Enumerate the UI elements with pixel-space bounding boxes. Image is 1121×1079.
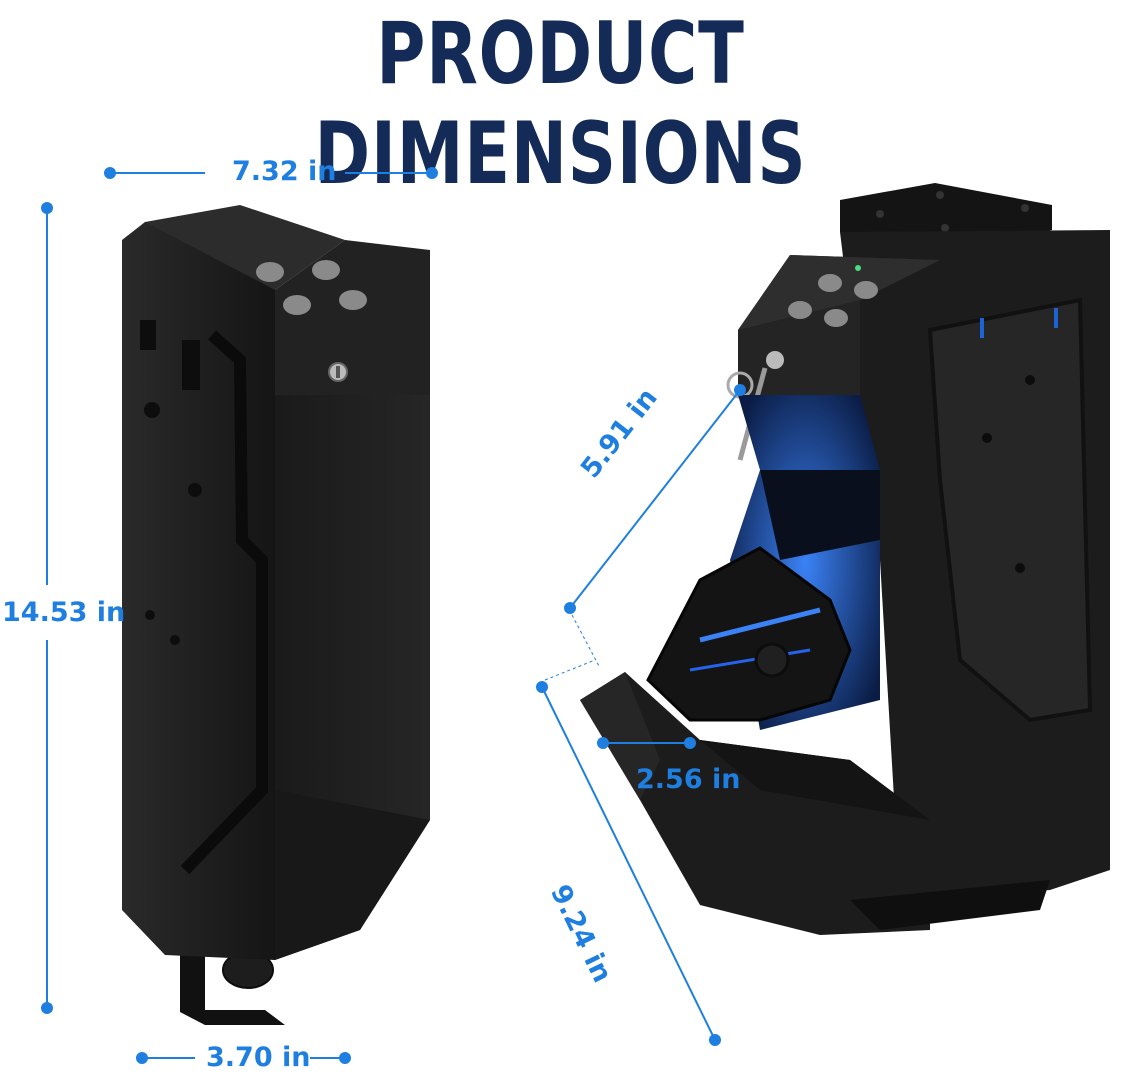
- keypad-button-1: [256, 262, 284, 282]
- dimension-drawer-depth-label: 2.56 in: [636, 764, 741, 795]
- closed-safe-illustration: [122, 205, 430, 1025]
- keypad-button-4: [339, 290, 367, 310]
- dimension-lines: [41, 167, 746, 1064]
- dimension-width-label: 7.32 in: [232, 156, 337, 187]
- page-title: PRODUCT DIMENSIONS: [314, 4, 807, 204]
- dimension-base-label: 3.70 in: [206, 1042, 311, 1073]
- keypad-button-2: [312, 260, 340, 280]
- open-safe-illustration: [580, 183, 1110, 935]
- dimension-height-label: 14.53 in: [2, 597, 126, 628]
- keypad-button-3: [283, 295, 311, 315]
